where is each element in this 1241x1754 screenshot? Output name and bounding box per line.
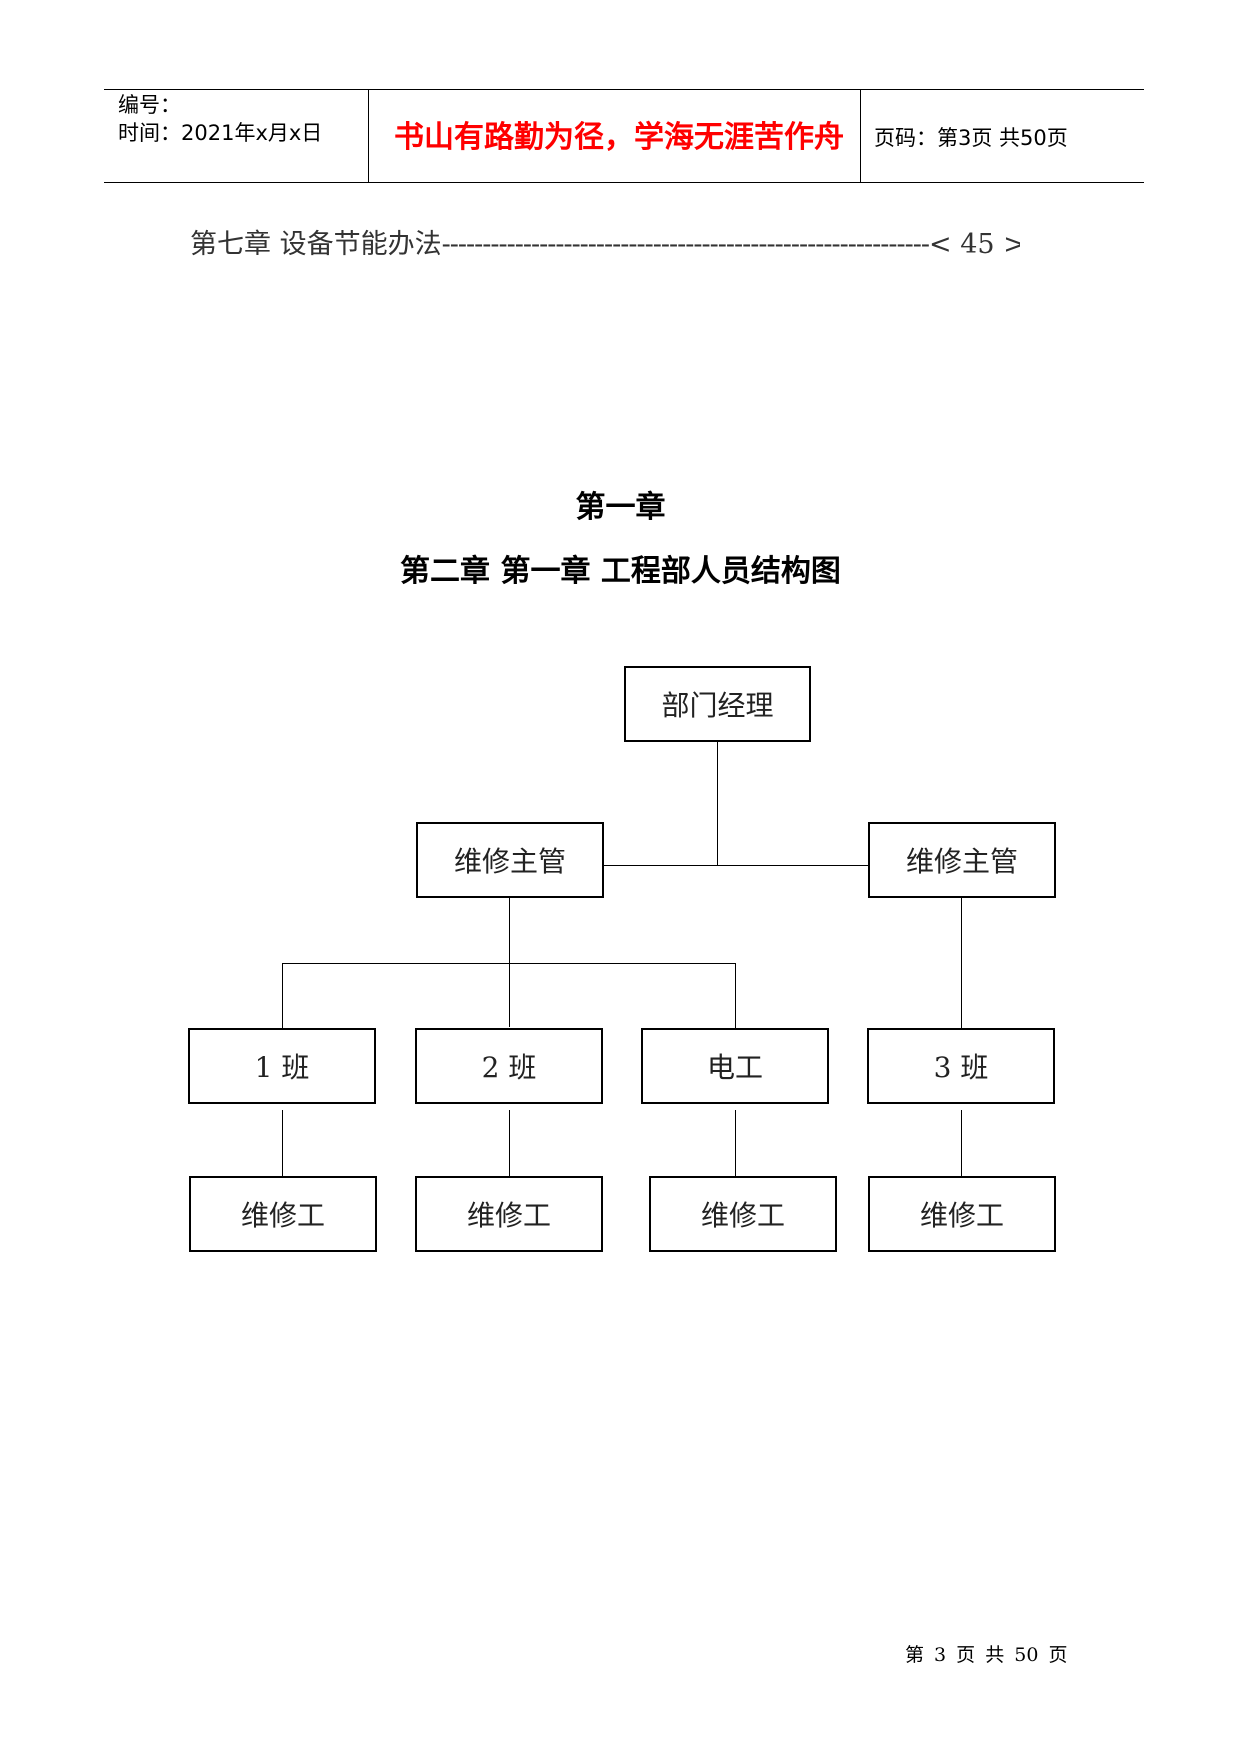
- org-box-worker-2: 维修工: [415, 1176, 603, 1252]
- org-box-team-1: 1 班: [188, 1028, 376, 1104]
- page-footer: 第 3 页 共 50 页: [905, 1644, 1068, 1666]
- connector-worker-3: [735, 1110, 736, 1176]
- toc-leader: ----------------------------------------…: [441, 229, 930, 260]
- org-box-team-electric: 电工: [641, 1028, 829, 1104]
- header-time-label: 时间：2021年x月x日: [118, 121, 323, 145]
- chapter-heading: 第一章: [575, 490, 666, 525]
- connector-right-supervisor-down: [961, 897, 962, 1028]
- connector-supervisors-bar: [603, 865, 870, 866]
- org-box-manager: 部门经理: [624, 666, 811, 742]
- connector-manager-down: [717, 741, 718, 866]
- toc-page-number: < 45 >: [928, 229, 1020, 260]
- connector-worker-2: [509, 1110, 510, 1176]
- toc-entry-title: 第七章 设备节能办法: [190, 229, 442, 260]
- header-divider-left: [368, 89, 369, 182]
- org-box-worker-4: 维修工: [868, 1176, 1056, 1252]
- org-box-worker-3: 维修工: [649, 1176, 837, 1252]
- org-box-worker-1: 维修工: [189, 1176, 377, 1252]
- header-divider-right: [860, 89, 861, 182]
- org-box-supervisor-right: 维修主管: [868, 822, 1056, 898]
- header-motto: 书山有路勤为径，学海无涯苦作舟: [394, 120, 844, 155]
- connector-left-supervisor-down: [509, 897, 510, 1027]
- header-serial-label: 编号：: [118, 93, 181, 117]
- header-top-rule: [104, 89, 1144, 90]
- toc-entry: 第七章 设备节能办法------------------------------…: [190, 228, 1020, 262]
- connector-team-1: [282, 963, 283, 1028]
- org-box-team-3: 3 班: [867, 1028, 1055, 1104]
- connector-worker-4: [961, 1110, 962, 1176]
- connector-team-electric: [735, 963, 736, 1028]
- connector-teams-bar: [282, 963, 736, 964]
- connector-worker-1: [282, 1110, 283, 1176]
- org-box-team-2: 2 班: [415, 1028, 603, 1104]
- header-page-label: 页码：第3页 共50页: [874, 126, 1068, 150]
- section-title: 第二章 第一章 工程部人员结构图: [400, 554, 841, 589]
- header-bottom-rule: [104, 182, 1144, 183]
- org-box-supervisor-left: 维修主管: [416, 822, 604, 898]
